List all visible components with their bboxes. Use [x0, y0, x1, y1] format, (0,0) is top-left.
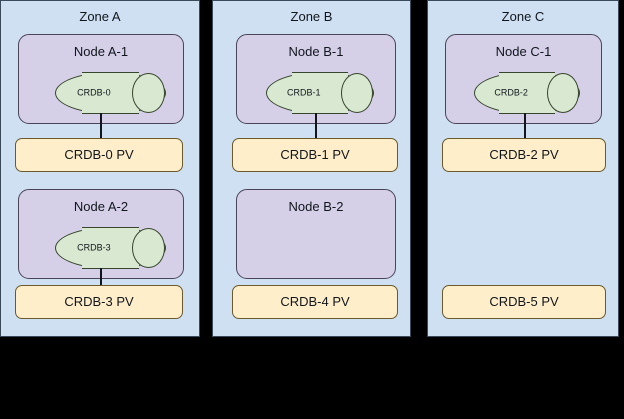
pv-crdb-2-label: CRDB-2 PV — [489, 147, 559, 162]
crdb-pod-crdb-3[interactable]: CRDB-3 — [55, 227, 166, 269]
pv-crdb-4[interactable]: CRDB-4 PV — [232, 285, 398, 319]
node-c-1[interactable]: Node C-1 CRDB-2 — [445, 34, 602, 124]
node-a-1-title: Node A-1 — [73, 44, 129, 59]
cylinder-end-cap — [547, 73, 579, 113]
node-b-1-title: Node B-1 — [288, 44, 344, 59]
cylinder-side — [81, 72, 140, 114]
connector-node-b-1-to-crdb-1-pv — [315, 113, 317, 139]
node-a-2[interactable]: Node A-2 CRDB-3 — [18, 189, 184, 279]
connector-node-a-2-to-crdb-3-pv — [100, 268, 102, 293]
node-b-1[interactable]: Node B-1 CRDB-1 — [236, 34, 396, 124]
zone-a-title: Zone A — [79, 9, 121, 24]
cylinder-end-cap — [131, 228, 165, 268]
pv-crdb-1[interactable]: CRDB-1 PV — [232, 138, 398, 172]
cylinder-side — [291, 72, 349, 114]
crdb-pod-crdb-1[interactable]: CRDB-1 — [266, 72, 374, 114]
pv-crdb-1-label: CRDB-1 PV — [280, 147, 350, 162]
cylinder-end-cap — [131, 73, 165, 113]
crdb-pod-label: CRDB-0 — [77, 87, 111, 98]
cylinder-end-cap — [340, 73, 373, 113]
crdb-pod-label: CRDB-3 — [77, 242, 111, 253]
pv-crdb-0-label: CRDB-0 PV — [64, 147, 134, 162]
connector-node-a-1-to-crdb-0-pv — [100, 113, 102, 139]
pv-crdb-3[interactable]: CRDB-3 PV — [15, 285, 183, 319]
node-b-2-title: Node B-2 — [288, 199, 344, 214]
node-a-1[interactable]: Node A-1 CRDB-0 — [18, 34, 184, 124]
pv-crdb-4-label: CRDB-4 PV — [280, 294, 350, 309]
crdb-pod-label: CRDB-1 — [287, 87, 321, 98]
zone-c-title: Zone C — [501, 9, 545, 24]
cylinder-side — [81, 227, 140, 269]
pv-crdb-0[interactable]: CRDB-0 PV — [15, 138, 183, 172]
zone-b-title: Zone B — [290, 9, 333, 24]
zone-c[interactable]: Zone C Node C-1 CRDB-2 CRDB-2 PV CRDB-5 … — [427, 0, 619, 337]
node-a-2-title: Node A-2 — [73, 199, 129, 214]
connector-node-c-1-to-crdb-2-pv — [524, 113, 526, 139]
crdb-pod-crdb-2[interactable]: CRDB-2 — [474, 72, 580, 114]
node-b-2[interactable]: Node B-2 — [236, 189, 396, 279]
pv-crdb-3-label: CRDB-3 PV — [64, 294, 134, 309]
pv-crdb-5-label: CRDB-5 PV — [489, 294, 559, 309]
pv-crdb-2[interactable]: CRDB-2 PV — [442, 138, 606, 172]
zone-a[interactable]: Zone A Node A-1 CRDB-0 CRDB-0 PV Node A-… — [0, 0, 200, 337]
node-c-1-title: Node C-1 — [495, 44, 552, 59]
crdb-pod-crdb-0[interactable]: CRDB-0 — [55, 72, 166, 114]
pv-crdb-5[interactable]: CRDB-5 PV — [442, 285, 606, 319]
cylinder-side — [499, 72, 555, 114]
crdb-pod-label: CRDB-2 — [494, 87, 528, 98]
zone-b[interactable]: Zone B Node B-1 CRDB-1 CRDB-1 PV Node B-… — [212, 0, 411, 337]
